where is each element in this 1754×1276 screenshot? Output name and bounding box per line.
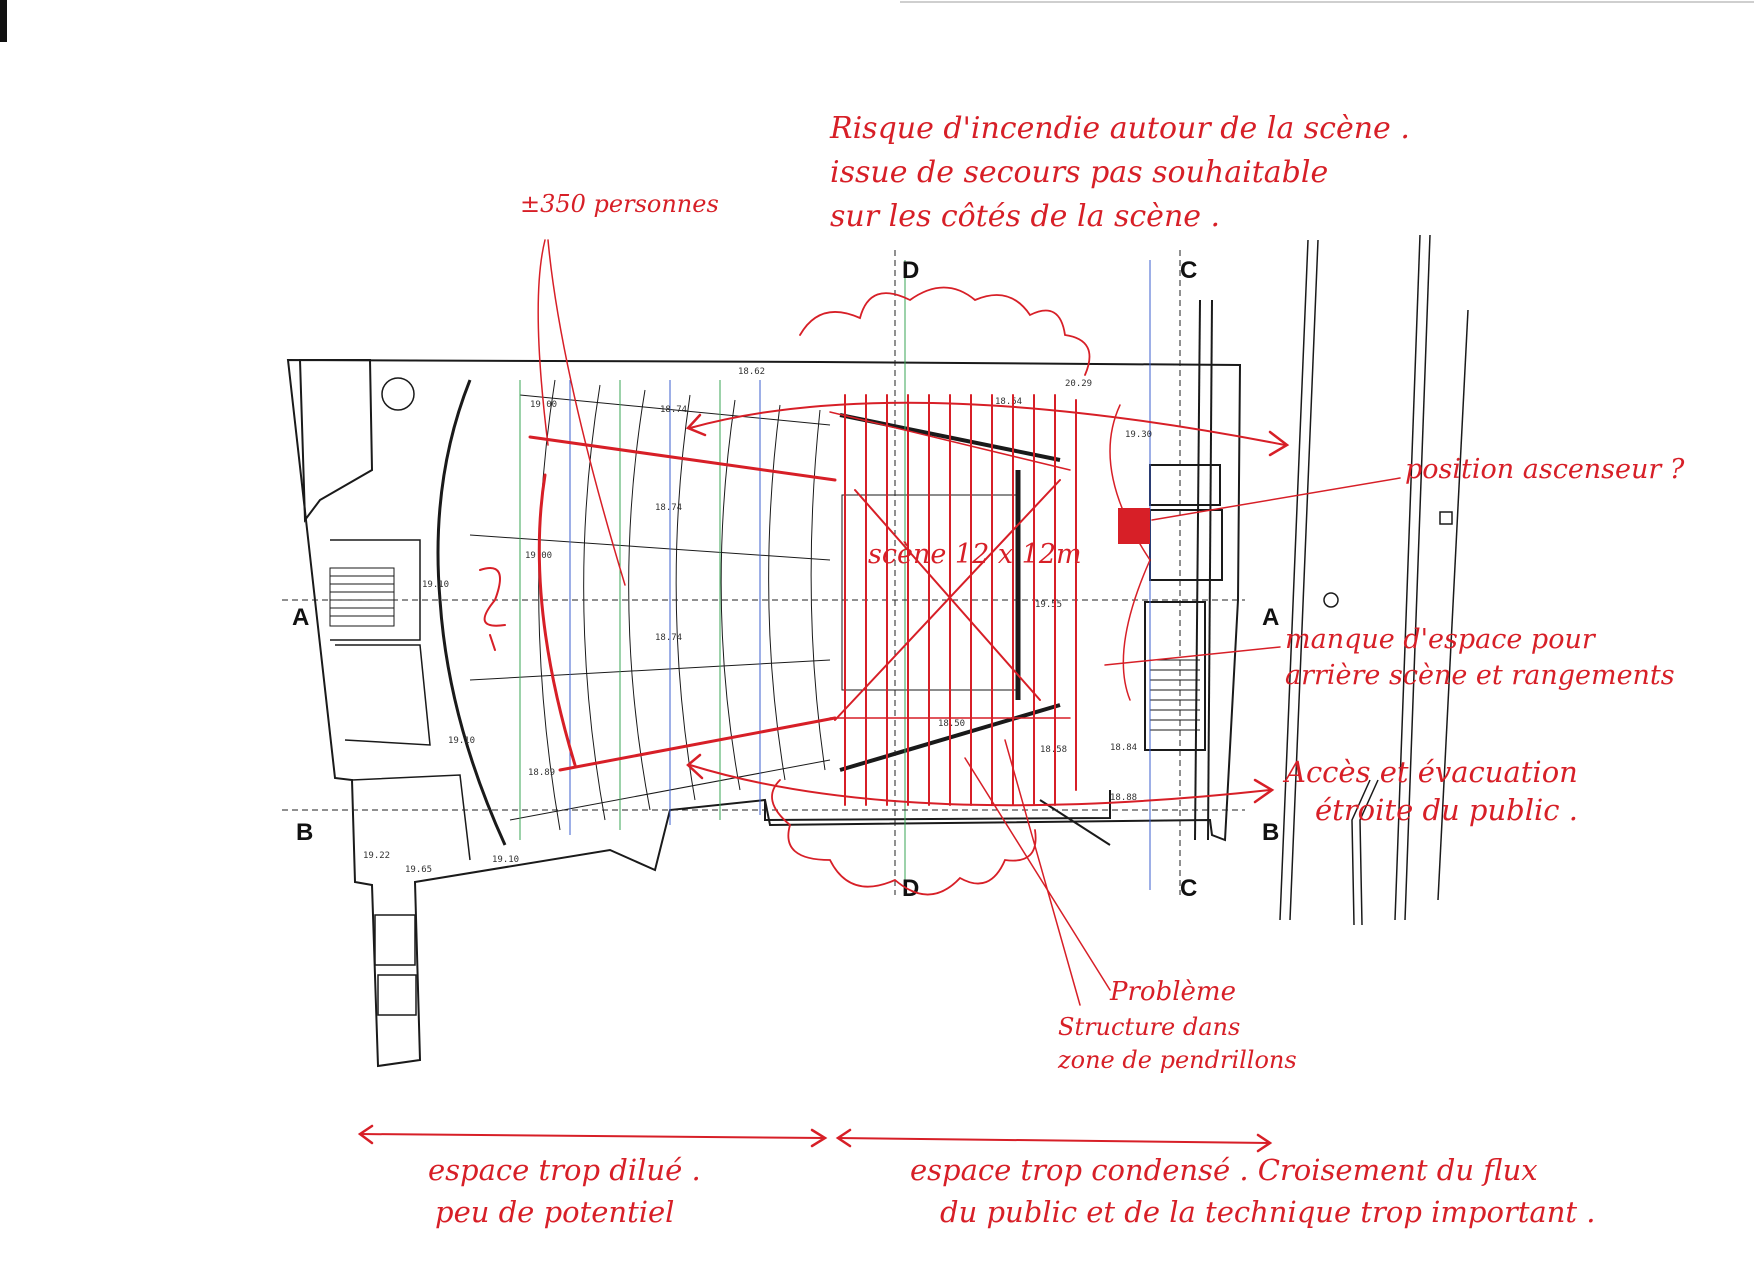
seating-rows [469,379,831,831]
elevation-marker: 18.50 [938,719,965,729]
zone-arrow-left [359,1133,826,1139]
note-problem-structure: Structure dans [1058,1013,1240,1041]
left-stair-tower [298,359,374,523]
left-stair [329,567,395,627]
elevation-marker: 19.65 [405,865,432,875]
lower-corridor [764,790,1111,846]
elevator-leader [1151,477,1401,521]
auditorium-back-wall [436,379,507,846]
sight-line [558,716,837,772]
arrowhead [357,1124,374,1145]
right-stair [1150,659,1200,731]
exit-arrow-top [689,401,1286,446]
elevation-marker: 18.74 [655,633,682,643]
spiral-stair [381,377,415,411]
note-left-zone-1: espace trop dilué . [428,1153,701,1187]
note-right-zone-2: du public et de la technique trop import… [940,1195,1595,1229]
elevation-marker: 18.58 [1040,745,1067,755]
section-label-a-left: A [292,604,309,631]
exit-arrow-bottom [689,764,1271,807]
left-rooms [330,539,471,861]
stage-hatching [829,394,1077,806]
elevation-marker: 18.88 [1110,793,1137,803]
note-capacity: ±350 personnes [520,190,719,218]
arrowhead [686,753,704,780]
note-elevator: position ascenseur ? [1405,454,1685,485]
section-label-d-top: D [902,257,919,284]
cad-axis-lines [519,260,1151,890]
arrowhead [1253,778,1275,804]
elevation-marker: 18.54 [995,397,1022,407]
note-fire-sides: sur les côtés de la scène . [830,199,1220,234]
note-problem-zone: zone de pendrillons [1057,1046,1297,1074]
arrowhead [835,1128,852,1148]
street-lines [1279,234,1469,926]
note-stage-size: scène 12 x 12m [868,539,1082,570]
scribble-mark [479,567,506,651]
note-fire-exit: issue de secours pas souhaitable [830,155,1328,190]
elevation-marker: 19.10 [422,580,449,590]
section-labels: A A B B C C D D [292,257,1279,902]
section-label-b-right: B [1262,819,1279,846]
seating-arc [537,473,577,767]
arrowhead [685,413,707,437]
section-label-d-bottom: D [902,875,919,902]
elevation-marker: 19.30 [1125,430,1152,440]
section-label-c-top: C [1180,257,1197,284]
note-access-2: étroite du public . [1315,793,1578,827]
bottom-left-rooms [374,914,417,1016]
backstage-leader [1104,646,1281,666]
handwritten-notes: ±350 personnes Risque d'incendie autour … [428,111,1685,1229]
problem-leader [1004,739,1081,1006]
elevation-marker: 19.55 [1035,600,1062,610]
stage-cross [834,479,1061,721]
note-backstage-2: arrière scène et rangements [1285,660,1675,691]
elevation-marker: 18.62 [738,367,765,377]
section-label-c-bottom: C [1180,875,1197,902]
building-outline [286,358,1242,1068]
red-markup [357,239,1401,1153]
note-fire-risk: Risque d'incendie autour de la scène . [829,111,1410,146]
sight-line [528,435,837,482]
elevator-position-marker [1118,508,1150,544]
section-cut-lines [282,250,1245,895]
note-backstage-1: manque d'espace pour [1285,624,1597,655]
note-left-zone-2: peu de potentiel [435,1195,674,1229]
fire-risk-cloud [771,286,1091,896]
capacity-leader [547,239,626,586]
elevation-marker: 19.22 [363,851,390,861]
section-label-a-right: A [1262,604,1279,631]
section-label-b-left: B [296,819,313,846]
capacity-leader [537,239,549,446]
note-right-zone-1: espace trop condensé . Croisement du flu… [910,1153,1538,1187]
elevation-marker: 18.74 [655,503,682,513]
problem-leader [964,757,1111,991]
note-problem-title: Problème [1109,977,1236,1007]
elevation-marker: 19.10 [448,736,475,746]
elevation-marker: 18.74 [660,405,687,415]
elevation-marker: 18.84 [1110,743,1137,753]
stage-cross [854,489,1041,701]
elevation-marker: 18.89 [528,768,555,778]
elevation-marker: 20.29 [1065,379,1092,389]
arrowhead [1256,1133,1273,1153]
elevation-marker: 19.10 [492,855,519,865]
note-access-1: Accès et évacuation [1282,755,1578,789]
zone-arrow-right [837,1137,1271,1144]
arrowhead [810,1128,828,1148]
right-service-block [1144,299,1223,841]
arrowhead [1268,430,1290,457]
scan-edge-mark [0,0,7,42]
